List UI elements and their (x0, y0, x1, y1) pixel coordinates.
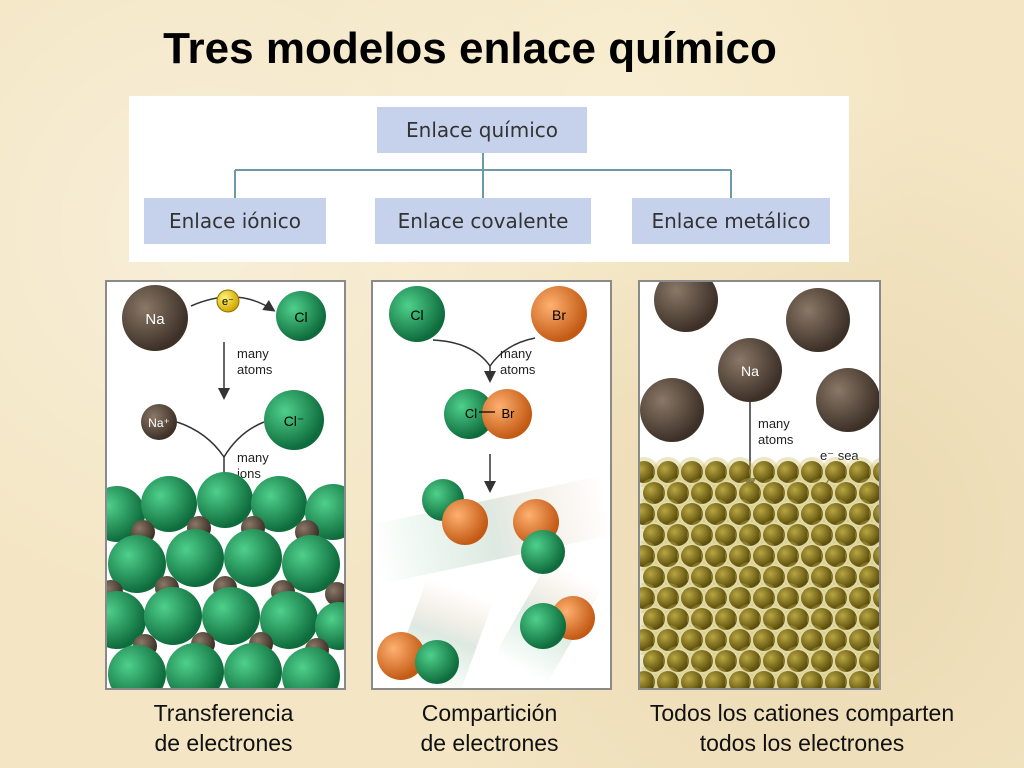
bromine-atom (531, 286, 587, 342)
step-text-line1: many (500, 346, 532, 361)
ionic-caption-line1: Transferencia (153, 700, 294, 726)
node-covalent: Enlace covalente (375, 198, 591, 244)
metallic-caption: Todos los cationes comparten todos los e… (620, 698, 984, 758)
metallic-caption-line1: Todos los cationes comparten (649, 700, 955, 726)
step-text-line2: atoms (758, 432, 794, 447)
ionic-illustration: Na Cl e⁻ many atoms Na⁺ Cl⁻ many ions (107, 285, 344, 688)
sodium-atom (718, 338, 782, 402)
bromine-atom-label: Br (552, 307, 566, 323)
electron-sea-label: e⁻ sea (820, 448, 859, 463)
sodium-atom (122, 285, 188, 351)
nacl-crystal-lattice (107, 472, 344, 688)
sodium-ion-label: Na⁺ (148, 416, 170, 430)
moving-molecules (373, 475, 610, 688)
node-metallic: Enlace metálico (632, 198, 830, 244)
ionic-caption: Transferencia de electrones (105, 698, 342, 758)
step2-text-line1: many (237, 450, 269, 465)
chloride-ion (264, 390, 324, 450)
sodium-ion (141, 404, 177, 440)
chlorine-atom-label: Cl (410, 307, 423, 323)
electron (216, 289, 240, 313)
chlorine-atom (389, 286, 445, 342)
covalent-caption-line1: Compartición (421, 700, 558, 726)
electron-label: e⁻ (222, 296, 234, 308)
page-title: Tres modelos enlace químico (163, 24, 777, 73)
molecule-br-label: Br (502, 406, 516, 421)
step-text-line1: many (758, 416, 790, 431)
chlorine-atom (276, 291, 326, 341)
sodium-atom-label: Na (741, 363, 759, 379)
merge-arrow-right (223, 421, 265, 458)
merge-arrow-left (176, 421, 225, 458)
step-text-line2: atoms (500, 362, 536, 377)
step1-text-line2: atoms (237, 362, 273, 377)
hierarchy-connectors (234, 153, 732, 198)
free-sodium-atoms (640, 282, 879, 442)
step2-text-line2: ions (237, 466, 261, 481)
step1-text-line1: many (237, 346, 269, 361)
ionic-caption-line2: de electrones (154, 730, 293, 756)
covalent-caption-line2: de electrones (420, 730, 559, 756)
bond-hierarchy-diagram: Enlace químico Enlace iónico Enlace cova… (129, 96, 849, 262)
node-root: Enlace químico (377, 107, 587, 153)
covalent-illustration: Cl Br many atoms Cl Br (373, 286, 610, 688)
metal-lattice (640, 457, 879, 688)
metallic-bond-panel: Na many atoms e⁻ sea (638, 280, 881, 690)
sodium-atom-label: Na (145, 311, 165, 328)
merge-arrow-left (432, 339, 491, 367)
metallic-illustration: Na many atoms e⁻ sea (640, 282, 879, 688)
merge-arrow-right (489, 337, 536, 367)
metallic-caption-line2: todos los electrones (699, 730, 905, 756)
ionic-bond-panel: Na Cl e⁻ many atoms Na⁺ Cl⁻ many ions (105, 280, 346, 690)
clbr-molecule (444, 389, 532, 439)
covalent-caption: Compartición de electrones (371, 698, 608, 758)
chlorine-atom-label: Cl (294, 309, 307, 325)
covalent-bond-panel: Cl Br many atoms Cl Br (371, 280, 612, 690)
chloride-ion-label: Cl⁻ (284, 413, 305, 429)
node-ionic: Enlace iónico (144, 198, 326, 244)
molecule-cl-label: Cl (465, 406, 477, 421)
